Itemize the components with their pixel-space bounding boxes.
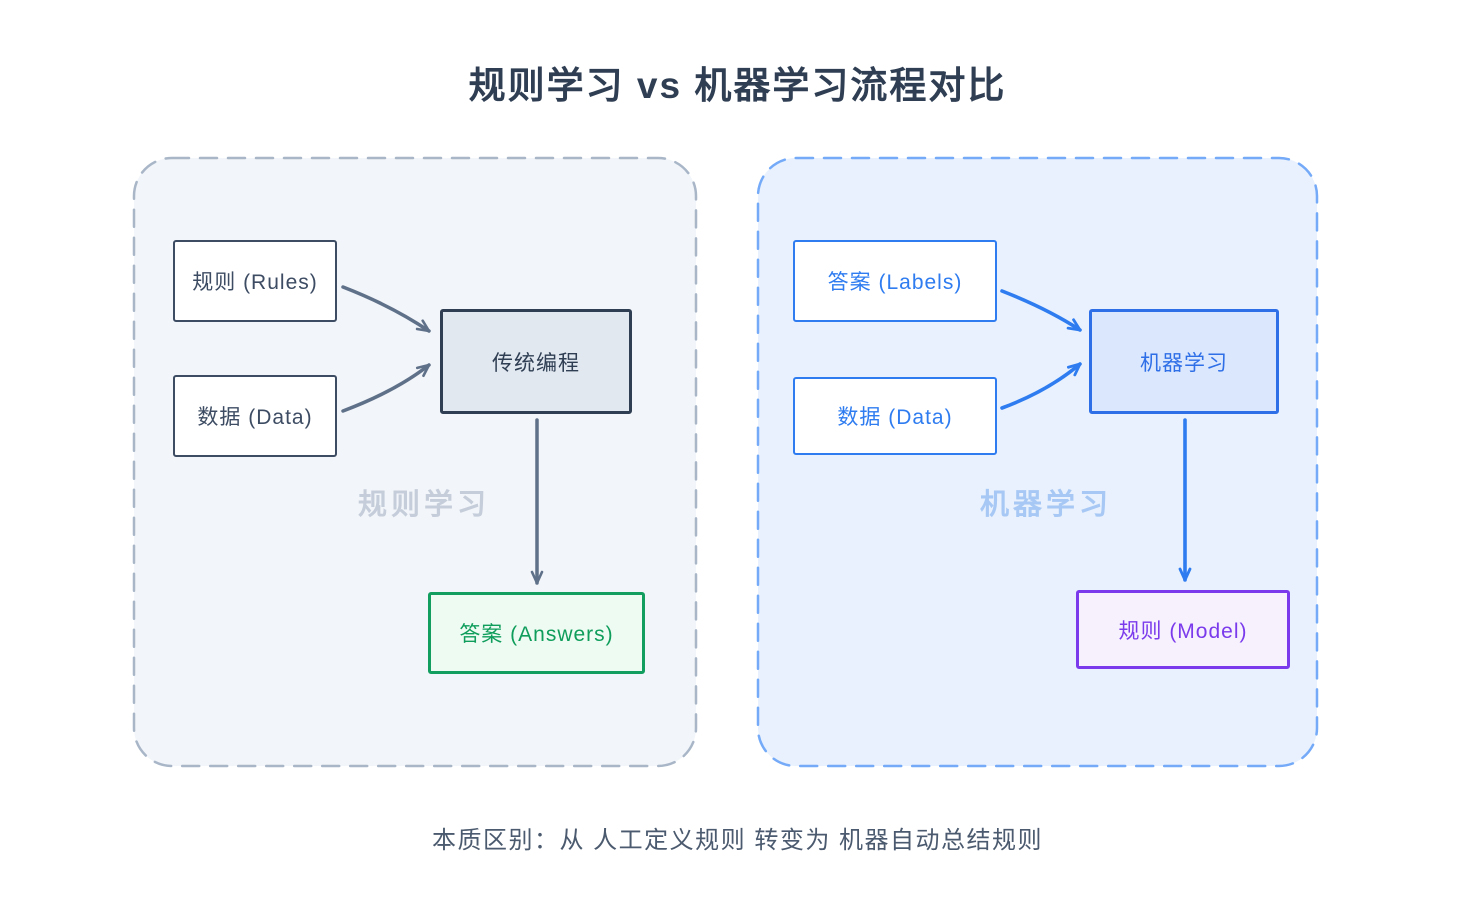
arrow-labels-to-ml: [1000, 289, 1082, 332]
footer-note: 本质区别：从 人工定义规则 转变为 机器自动总结规则: [431, 827, 1043, 854]
data-box-left: 数据 (Data): [173, 375, 337, 457]
answers-box-label: 答案 (Answers): [459, 623, 614, 646]
arrow-data-to-traditional: [341, 363, 431, 413]
data-box-left-label: 数据 (Data): [197, 406, 313, 429]
machine-learning-box: 机器学习: [1089, 309, 1279, 414]
model-box-label: 规则 (Model): [1118, 619, 1248, 643]
labels-box: 答案 (Labels): [793, 240, 997, 322]
model-box: 规则 (Model): [1076, 590, 1290, 669]
diagram-title: 规则学习 vs 机器学习流程对比: [468, 65, 1007, 106]
arrow-data-to-ml: [1000, 362, 1082, 410]
data-box-right-label: 数据 (Data): [837, 406, 953, 429]
arrow-rules-to-traditional: [341, 285, 431, 333]
traditional-programming-box: 传统编程: [440, 309, 632, 414]
labels-box-label: 答案 (Labels): [827, 271, 963, 294]
traditional-programming-label: 传统编程: [492, 351, 580, 375]
answers-box: 答案 (Answers): [428, 592, 645, 674]
machine-learning-watermark: 机器学习: [980, 489, 1113, 521]
data-box-right: 数据 (Data): [793, 377, 997, 455]
rules-box-label: 规则 (Rules): [192, 271, 318, 294]
machine-learning-box-label: 机器学习: [1140, 351, 1228, 375]
rules-box: 规则 (Rules): [173, 240, 337, 322]
rule-learning-watermark: 规则学习: [358, 489, 491, 521]
